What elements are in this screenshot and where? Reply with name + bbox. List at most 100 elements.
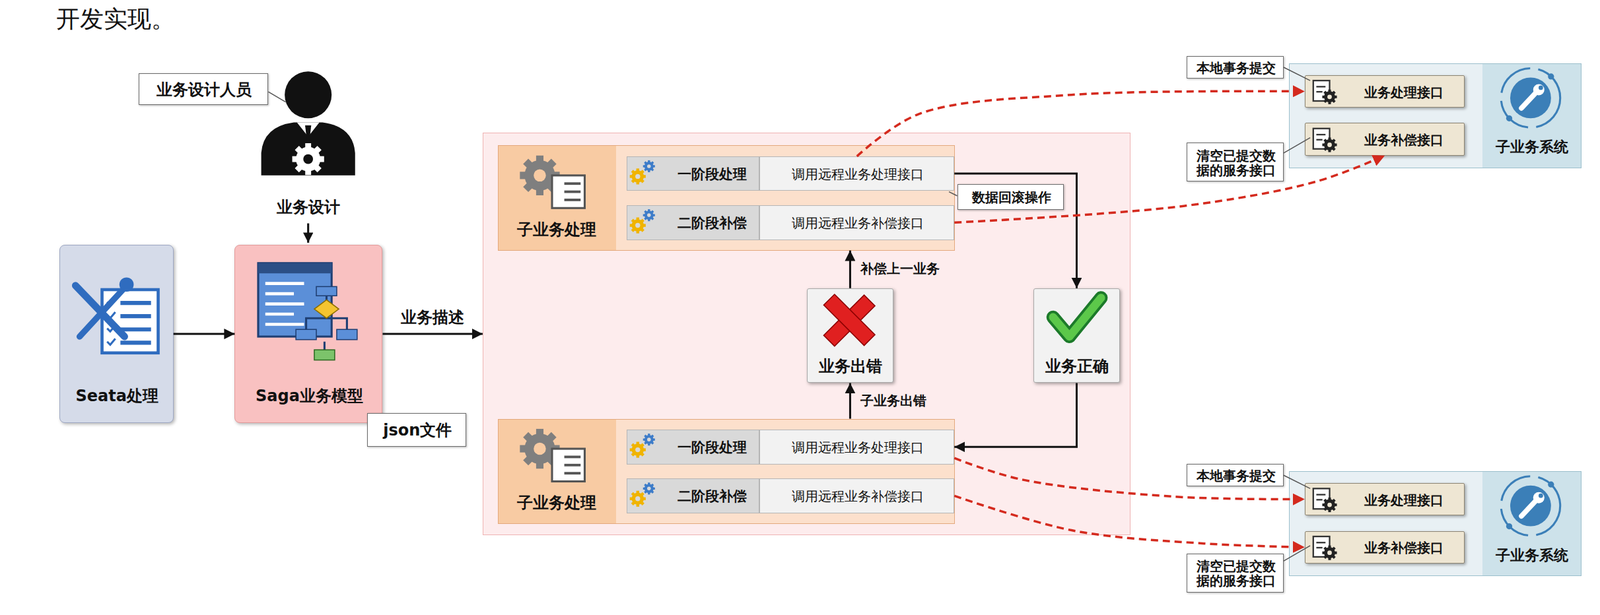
gear-body <box>1323 139 1336 151</box>
remote-call-arrow <box>857 91 1305 157</box>
node-text: json文件 <box>367 414 467 448</box>
node-text: 业务补偿接口 <box>1344 532 1464 565</box>
wrench <box>1521 91 1537 109</box>
node-text: 子业务系统 <box>1482 133 1583 162</box>
tool-head <box>119 277 135 292</box>
stage-label: 二阶段补偿 <box>626 205 760 241</box>
service-disc <box>1510 77 1552 119</box>
check-mark <box>1053 297 1102 337</box>
node-text: 一阶段处理 <box>666 157 759 193</box>
gear-icon <box>629 168 646 185</box>
remote-call-arrow <box>954 495 1305 548</box>
callout-box: 本地事务提交 <box>1186 56 1284 79</box>
gear-body <box>1323 91 1336 103</box>
gear-body <box>295 147 321 172</box>
callout-box: json文件 <box>367 413 467 448</box>
leader-line <box>1283 475 1311 489</box>
list-line <box>564 455 582 459</box>
doc-line <box>1316 547 1322 549</box>
gear-icon <box>629 491 646 508</box>
node-text: Saga业务模型 <box>235 376 383 418</box>
callout-box: 清空已提交数 据的服务接口 <box>1186 142 1284 182</box>
designer-figure <box>261 71 356 176</box>
node-text: 子业务系统 <box>1482 541 1583 570</box>
code-line <box>265 313 294 317</box>
list-line <box>564 198 582 202</box>
wrench-head <box>1533 492 1545 504</box>
flow-box <box>314 349 335 360</box>
list-line <box>564 182 582 185</box>
ring <box>1500 476 1561 537</box>
gear-body <box>524 160 555 191</box>
flow-arrow <box>382 333 483 336</box>
doc-line <box>1316 139 1322 141</box>
node-text: 业务正确 <box>1034 352 1121 382</box>
callout-box: 清空已提交数 据的服务接口 <box>1186 554 1284 593</box>
gear-icon <box>1321 546 1337 561</box>
stage-label: 一阶段处理 <box>626 429 760 465</box>
gear-hole <box>1327 94 1332 100</box>
code-line <box>265 322 305 327</box>
gear-body <box>631 493 645 506</box>
node-text: 业务处理接口 <box>1344 484 1464 517</box>
node-text: 本地事务提交 <box>1187 56 1285 80</box>
wrench-head <box>1533 84 1545 96</box>
flow-box <box>336 329 358 340</box>
gear-body <box>631 443 645 457</box>
node-text: 二阶段补偿 <box>666 206 759 242</box>
gear-icon <box>292 143 325 175</box>
stage-label: 一阶段处理 <box>626 156 760 192</box>
gear-icon <box>643 209 656 222</box>
leader-line <box>1283 67 1311 81</box>
doc-line <box>120 327 151 332</box>
ring-dot <box>1506 115 1513 122</box>
gear-body <box>631 219 645 232</box>
status-box: 业务出错 <box>806 288 894 384</box>
code-line <box>265 302 305 306</box>
gear-body <box>644 435 654 445</box>
gear-icon <box>1321 89 1337 105</box>
node-text: 清空已提交数 据的服务接口 <box>1187 554 1285 594</box>
gear-body <box>524 433 555 465</box>
window-bar <box>258 263 332 274</box>
node-text: 本地事务提交 <box>1187 464 1285 488</box>
gear-hole <box>1327 142 1332 148</box>
wrench-hole <box>1538 85 1544 91</box>
doc-line <box>1316 499 1322 501</box>
doc-check <box>106 338 115 345</box>
doc-line <box>1316 542 1326 544</box>
node-text: 二阶段补偿 <box>666 479 759 515</box>
list-line <box>564 464 582 467</box>
leader-line <box>1283 138 1311 154</box>
gear-icon <box>629 217 646 234</box>
call-cell: 调用远程业务补偿接口 <box>759 205 955 241</box>
gear-icon <box>1321 497 1337 513</box>
ring-dot <box>1506 523 1513 530</box>
call-cell: 调用远程业务补偿接口 <box>759 478 955 514</box>
stage-label: 二阶段补偿 <box>626 478 760 514</box>
gear-hole <box>647 487 652 492</box>
gear-hole <box>533 443 547 456</box>
node-text: 调用远程业务补偿接口 <box>760 479 955 515</box>
ring-dot <box>1547 482 1554 488</box>
ring-dot <box>1547 73 1554 80</box>
flow-box <box>316 286 337 296</box>
flow-arrow <box>173 333 236 336</box>
gear-hole <box>647 437 652 442</box>
wrench-hole <box>1538 493 1544 499</box>
call-cell: 调用远程业务处理接口 <box>759 156 955 192</box>
node-text: 数据回滚操作 <box>958 184 1065 211</box>
flow-box <box>295 329 317 340</box>
design-arrow <box>307 223 310 243</box>
node-text: 业务处理接口 <box>1344 75 1464 109</box>
error-cross <box>823 294 875 347</box>
doc-line <box>120 301 151 306</box>
gear-icon <box>643 433 656 446</box>
node-text: 调用远程业务处理接口 <box>760 157 955 193</box>
callout-box: 本地事务提交 <box>1186 464 1284 487</box>
page-text: 开发实现。 <box>56 5 175 33</box>
node-text: 清空已提交数 据的服务接口 <box>1187 143 1285 183</box>
callout-box: 数据回滚操作 <box>957 184 1064 210</box>
gear-body <box>1323 499 1336 512</box>
node-text: 子业务处理 <box>498 213 617 246</box>
